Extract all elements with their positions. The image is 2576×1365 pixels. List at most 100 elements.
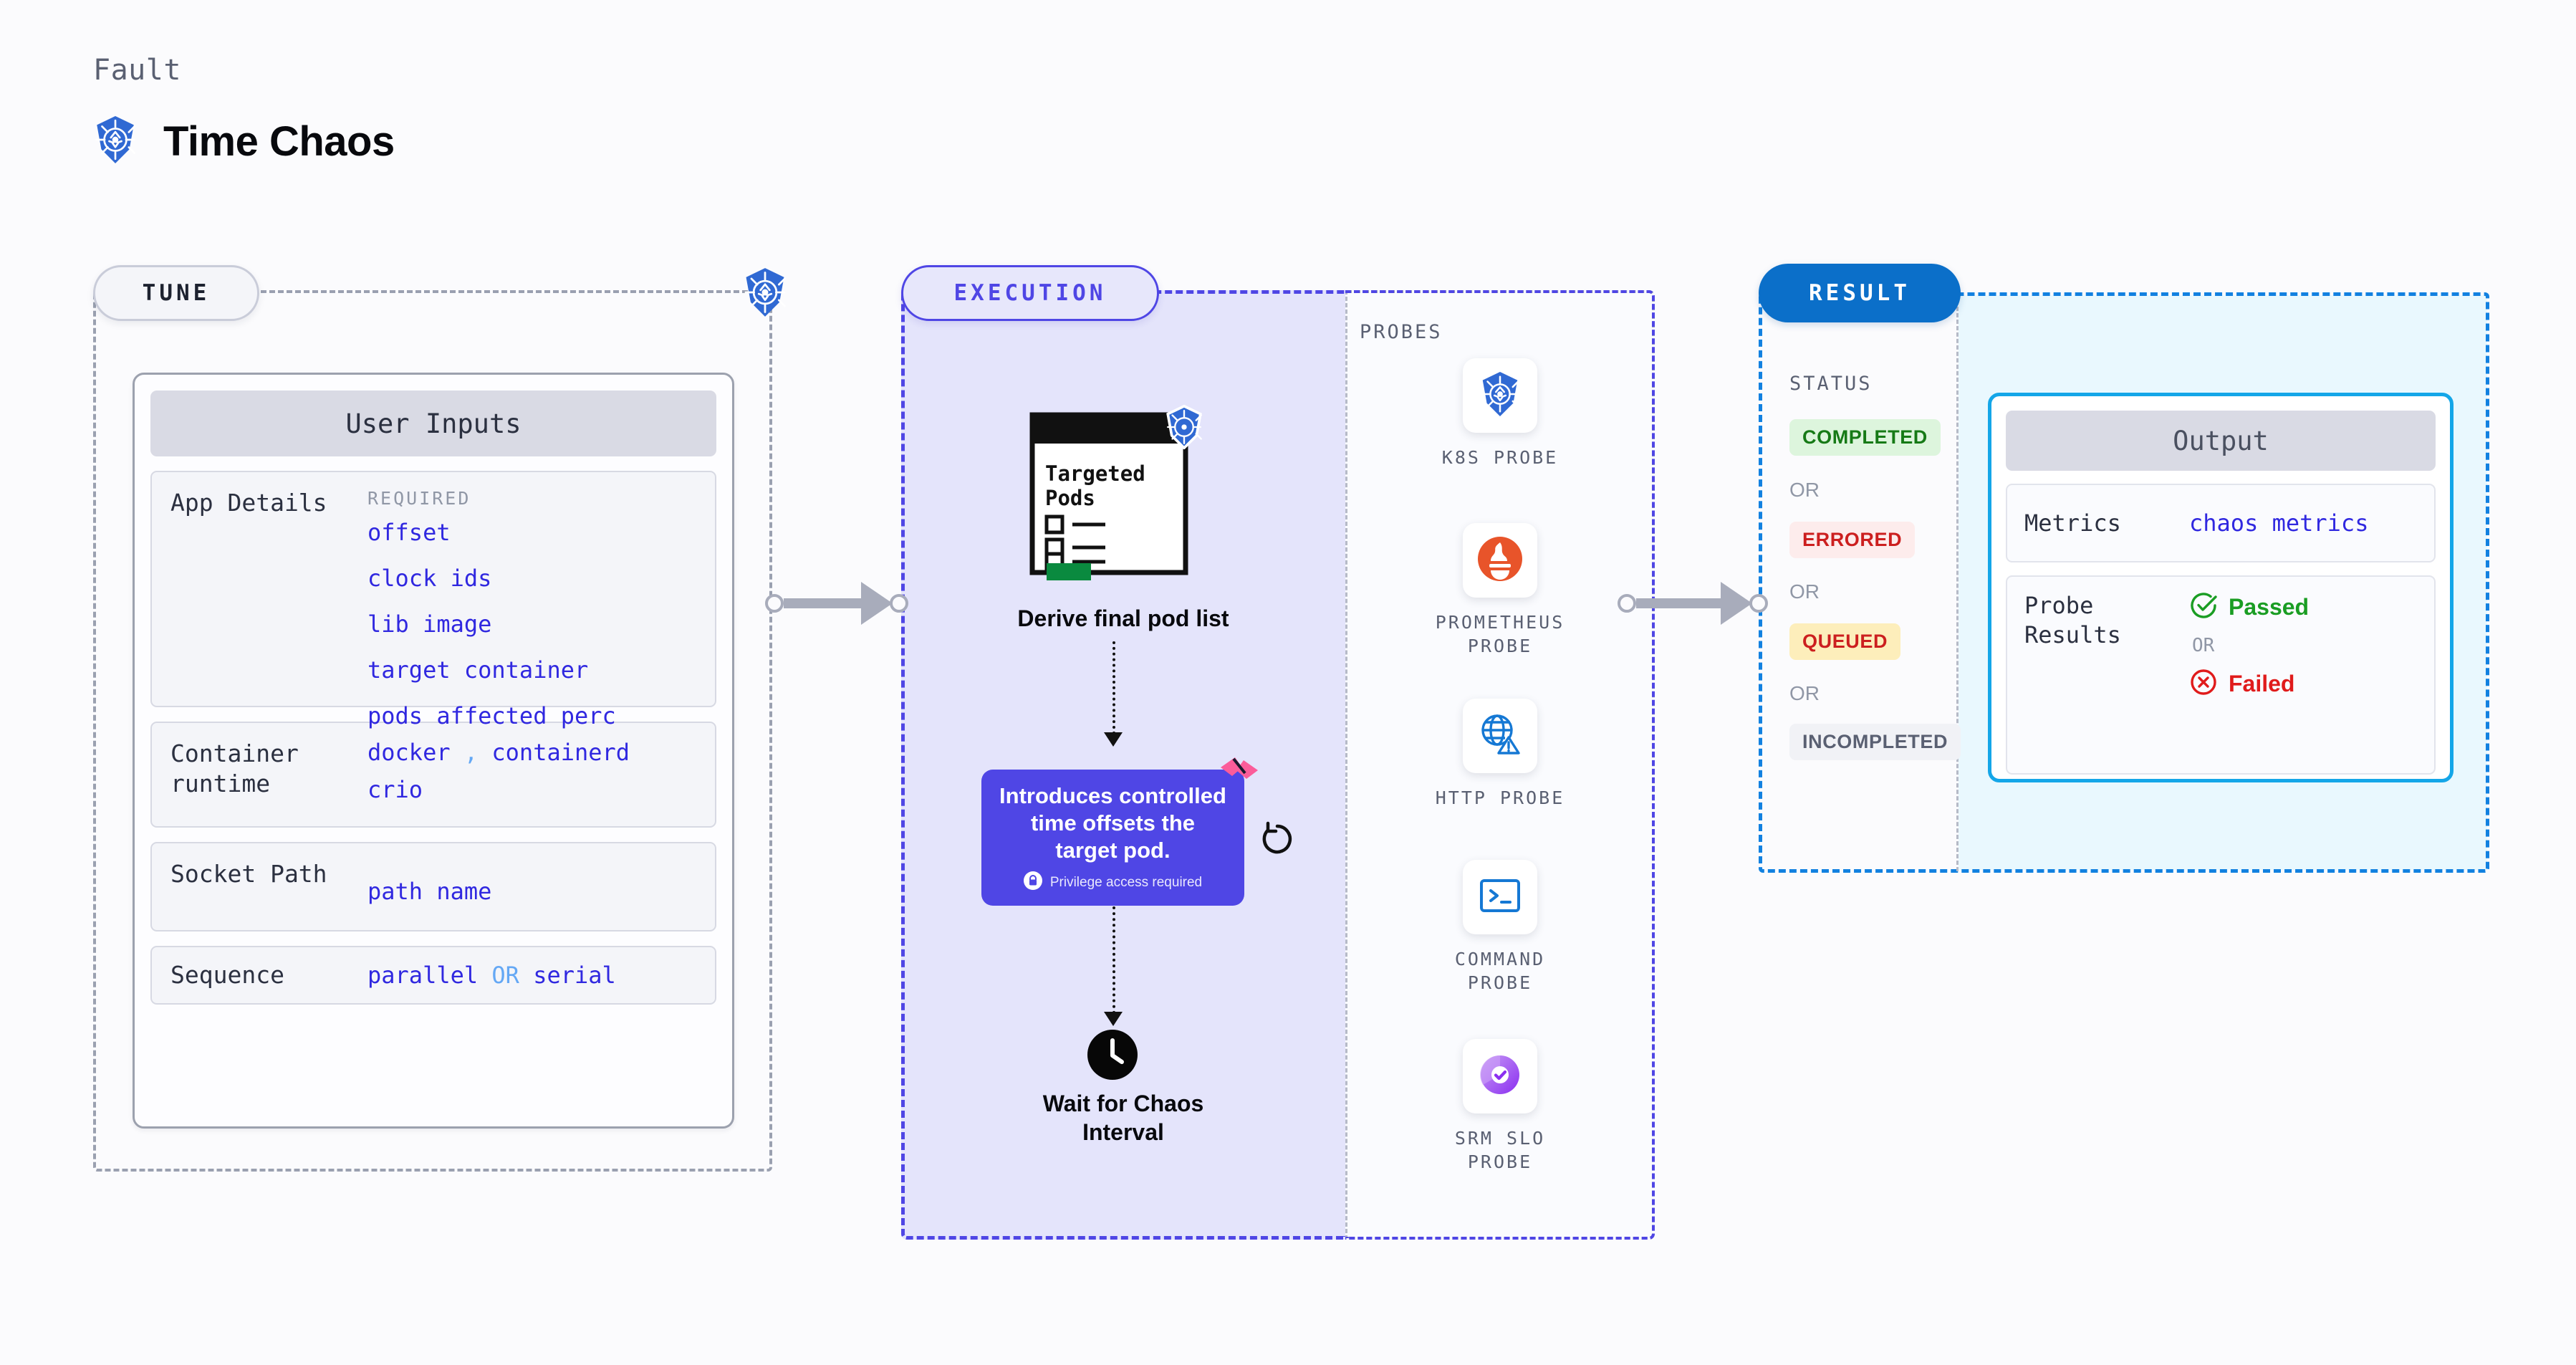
probe-tile — [1463, 860, 1537, 934]
probe-item-command[interactable]: COMMAND PROBE — [1426, 860, 1575, 995]
fault-description-card: Introduces controlled time offsets the t… — [981, 770, 1244, 906]
probe-item-k8s[interactable]: K8S PROBE — [1426, 358, 1575, 469]
svg-text:Pods: Pods — [1045, 486, 1095, 510]
probe-label-line2: PROBE — [1467, 1151, 1533, 1172]
fault-eyebrow-label: Fault — [93, 54, 181, 87]
probe-label-line1: PROMETHEUS — [1435, 612, 1565, 633]
input-value[interactable]: target container — [367, 656, 589, 684]
connector-arrow — [861, 582, 893, 625]
srm-slo-icon — [1477, 1052, 1523, 1101]
connector-dot — [1618, 594, 1636, 613]
table-row: Socket Path path name — [150, 842, 716, 931]
input-value[interactable]: serial — [533, 962, 616, 989]
status-badge: QUEUED — [1789, 623, 1901, 660]
table-row: Probe Results Passed OR Failed — [2006, 575, 2436, 775]
fault-description-text: Introduces controlled time offsets the t… — [999, 783, 1226, 863]
separator: OR — [491, 962, 519, 989]
row-label: Metrics — [2024, 509, 2121, 537]
connector-dot — [1749, 594, 1768, 613]
probe-tile — [1463, 523, 1537, 598]
clock-icon — [1087, 1030, 1138, 1080]
or-label: OR — [1789, 580, 1820, 603]
input-value[interactable]: offset — [367, 519, 451, 546]
flow-line — [1112, 906, 1115, 1014]
status-section-label: STATUS — [1789, 373, 1873, 395]
flow-line — [1112, 641, 1115, 734]
row-label: Socket Path — [170, 860, 327, 888]
privilege-note-text: Privilege access required — [1049, 875, 1203, 891]
probe-result-failed: Failed — [2189, 668, 2309, 700]
input-value[interactable]: pods affected perc — [367, 702, 616, 729]
input-value[interactable]: docker — [367, 739, 451, 766]
metrics-value[interactable]: chaos metrics — [2189, 509, 2369, 537]
derive-final-pod-list-label: Derive final pod list — [1017, 605, 1229, 631]
row-label: App Details — [170, 489, 327, 517]
kubernetes-icon — [739, 267, 791, 318]
probe-item-prometheus[interactable]: PROMETHEUS PROBE — [1426, 523, 1575, 658]
required-label: REQUIRED — [367, 488, 471, 509]
or-label: OR — [1789, 479, 1820, 501]
probe-tile — [1463, 358, 1537, 433]
table-row: Metrics chaos metrics — [2006, 484, 2436, 562]
input-value[interactable]: path name — [367, 878, 492, 905]
privilege-note: Privilege access required — [1023, 871, 1203, 894]
prometheus-icon — [1476, 535, 1524, 586]
status-badge: ERRORED — [1789, 522, 1916, 558]
tune-panel — [93, 290, 772, 1172]
output-card: Output Metrics chaos metrics Probe Resul… — [1988, 393, 2454, 782]
connector-bar — [784, 598, 861, 608]
result-panel-divider — [1956, 294, 1959, 871]
tune-badge: TUNE — [93, 265, 259, 321]
wait-for-chaos-interval-label: Wait for Chaos Interval — [901, 1089, 1345, 1147]
or-label: OR — [2192, 635, 2215, 656]
connector-dot — [890, 594, 908, 613]
passed-label: Passed — [2229, 594, 2310, 620]
refresh-icon[interactable] — [1259, 820, 1296, 858]
separator: , — [463, 739, 479, 766]
or-label: OR — [1789, 682, 1820, 704]
probe-label: COMMAND PROBE — [1455, 947, 1545, 995]
kubernetes-icon — [92, 115, 139, 168]
probe-label: K8S PROBE — [1441, 447, 1559, 468]
check-circle-icon — [2189, 591, 2218, 623]
input-value[interactable]: parallel — [367, 962, 479, 989]
globe-warning-icon — [1477, 712, 1523, 761]
row-label: Sequence — [170, 960, 284, 989]
page-title: Time Chaos — [163, 118, 395, 165]
failed-label: Failed — [2229, 671, 2295, 696]
terminal-icon — [1478, 875, 1522, 920]
user-inputs-card: User Inputs App Details REQUIRED offset … — [133, 373, 734, 1129]
probe-label: SRM SLO PROBE — [1455, 1126, 1545, 1174]
flow-arrow — [1104, 732, 1123, 747]
probe-tile — [1463, 1039, 1537, 1113]
svg-text:Targeted: Targeted — [1045, 461, 1145, 486]
probe-item-http[interactable]: HTTP PROBE — [1426, 699, 1575, 810]
probe-result-passed: Passed — [2189, 591, 2309, 623]
x-circle-icon — [2189, 668, 2218, 700]
status-badge: INCOMPLETED — [1789, 724, 1961, 760]
input-value[interactable]: lib image — [367, 610, 492, 638]
probe-item-srm-slo[interactable]: SRM SLO PROBE — [1426, 1039, 1575, 1174]
row-label: Container runtime — [170, 739, 299, 798]
probes-section-label: PROBES — [1360, 321, 1443, 343]
table-row: App Details REQUIRED offset clock ids li… — [150, 471, 716, 729]
input-value[interactable]: crio — [367, 776, 423, 803]
probe-label: PROMETHEUS PROBE — [1436, 610, 1565, 658]
connector-tune-to-execution — [765, 582, 908, 625]
connector-dot — [765, 594, 784, 613]
input-value[interactable]: clock ids — [367, 565, 492, 592]
probe-label-line1: COMMAND — [1454, 949, 1546, 969]
result-badge: RESULT — [1759, 264, 1961, 322]
kubernetes-icon — [1162, 404, 1206, 450]
probe-tile — [1463, 699, 1537, 773]
input-value[interactable]: containerd — [491, 739, 630, 766]
connector-arrow — [1721, 582, 1752, 625]
probe-label-line1: SRM SLO — [1454, 1128, 1546, 1149]
table-row: Sequence parallel OR serial — [150, 946, 716, 1005]
probe-label-line2: PROBE — [1467, 972, 1533, 993]
user-inputs-title: User Inputs — [150, 391, 716, 456]
lock-icon — [1023, 871, 1042, 894]
table-row: Container runtime docker , containerd cr… — [150, 722, 716, 828]
wait-label-line2: Interval — [1082, 1119, 1164, 1146]
kubernetes-icon — [1477, 370, 1523, 421]
